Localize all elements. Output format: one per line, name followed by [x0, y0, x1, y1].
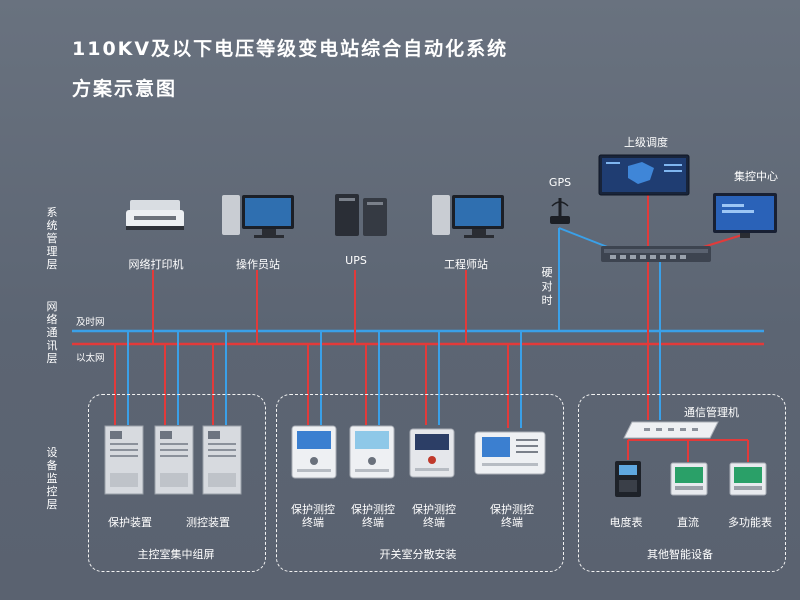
engineer-station-icon	[432, 195, 504, 238]
dc-meter-icon	[670, 462, 708, 496]
control-center-label: 集控中心	[734, 170, 778, 183]
smart-devices-caption: 其他智能设备	[647, 548, 713, 561]
network-printer-icon	[126, 200, 184, 230]
dispatch-screen-icon	[598, 154, 690, 196]
gps-antenna-icon	[550, 198, 570, 224]
protection-device-label: 保护装置	[108, 516, 152, 529]
ups-icon	[335, 194, 387, 236]
network-switch-icon	[601, 246, 711, 262]
gps-label: GPS	[548, 176, 572, 189]
ethernet-bus-label: 以太网	[76, 353, 105, 364]
main-control-room-group	[88, 394, 266, 572]
terminal-3-label: 保护测控终端	[412, 503, 456, 529]
operator-station-icon	[222, 195, 294, 238]
hard-timing-label: 硬对时	[541, 266, 553, 307]
energy-meter-label: 电度表	[609, 516, 643, 529]
cabinet-3-icon	[202, 425, 242, 495]
layer-label-device-monitor: 设备监控层	[46, 446, 58, 511]
terminal-4-icon	[474, 431, 546, 475]
control-center-monitor-icon	[713, 193, 777, 238]
terminal-3-icon	[409, 428, 455, 478]
terminal-1-icon	[291, 425, 337, 479]
engineer-station-label: 工程师站	[444, 258, 488, 271]
switchgear-room-group	[276, 394, 564, 572]
printer-label: 网络打印机	[128, 258, 184, 271]
diagram-title: 110KV及以下电压等级变电站综合自动化系统	[72, 38, 509, 60]
terminal-2-icon	[349, 425, 395, 479]
operator-station-label: 操作员站	[236, 258, 280, 271]
terminal-2-label: 保护测控终端	[351, 503, 395, 529]
diagram-subtitle: 方案示意图	[72, 78, 178, 100]
comm-manager-label: 通信管理机	[684, 406, 739, 419]
multifunction-meter-icon	[729, 462, 767, 496]
terminal-4-label: 保护测控终端	[490, 503, 534, 529]
timing-bus-label: 及时网	[76, 317, 105, 328]
comm-manager-icon	[623, 421, 719, 439]
measure-control-device-label: 测控装置	[186, 516, 230, 529]
switchgear-caption: 开关室分散安装	[379, 548, 457, 561]
multifunction-meter-label: 多功能表	[728, 516, 772, 529]
main-control-caption: 主控室集中组屏	[137, 548, 215, 561]
cabinet-2-icon	[154, 425, 194, 495]
dispatch-label: 上级调度	[624, 136, 668, 149]
smart-devices-group	[578, 394, 786, 572]
ups-label: UPS	[345, 254, 367, 267]
cabinet-1-icon	[104, 425, 144, 495]
layer-label-system-management: 系统管理层	[46, 206, 58, 271]
energy-meter-icon	[615, 461, 641, 497]
layer-label-network-comm: 网络通讯层	[46, 300, 58, 365]
dc-label: 直流	[677, 516, 699, 529]
terminal-1-label: 保护测控终端	[291, 503, 335, 529]
